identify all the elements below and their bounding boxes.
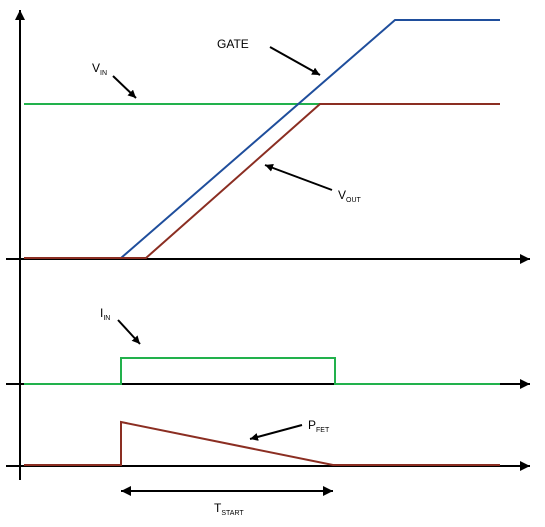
waveforms [24, 19, 500, 466]
axes [6, 10, 530, 480]
vout-trace [24, 103, 500, 259]
gate-pointer-arrow [269, 46, 321, 76]
tstart-label: TSTART [214, 501, 244, 517]
vin-label: VIN [92, 61, 107, 77]
pointer-arrows [112, 46, 333, 496]
vout-label: VOUT [338, 188, 362, 204]
pfet-label: PFET [308, 418, 330, 434]
vin-pointer-arrow [112, 75, 137, 99]
labels: GATE VIN VOUT IIN PFET TSTART [92, 37, 362, 517]
iin-trace [24, 357, 500, 385]
iin-label: IIN [100, 306, 110, 322]
gate-trace [24, 19, 500, 259]
iin-pointer-arrow [117, 319, 141, 345]
pfet-pointer-arrow [249, 424, 303, 441]
gate-label: GATE [217, 37, 249, 51]
pfet-trace [24, 420, 500, 466]
vout-pointer-arrow [264, 164, 333, 191]
